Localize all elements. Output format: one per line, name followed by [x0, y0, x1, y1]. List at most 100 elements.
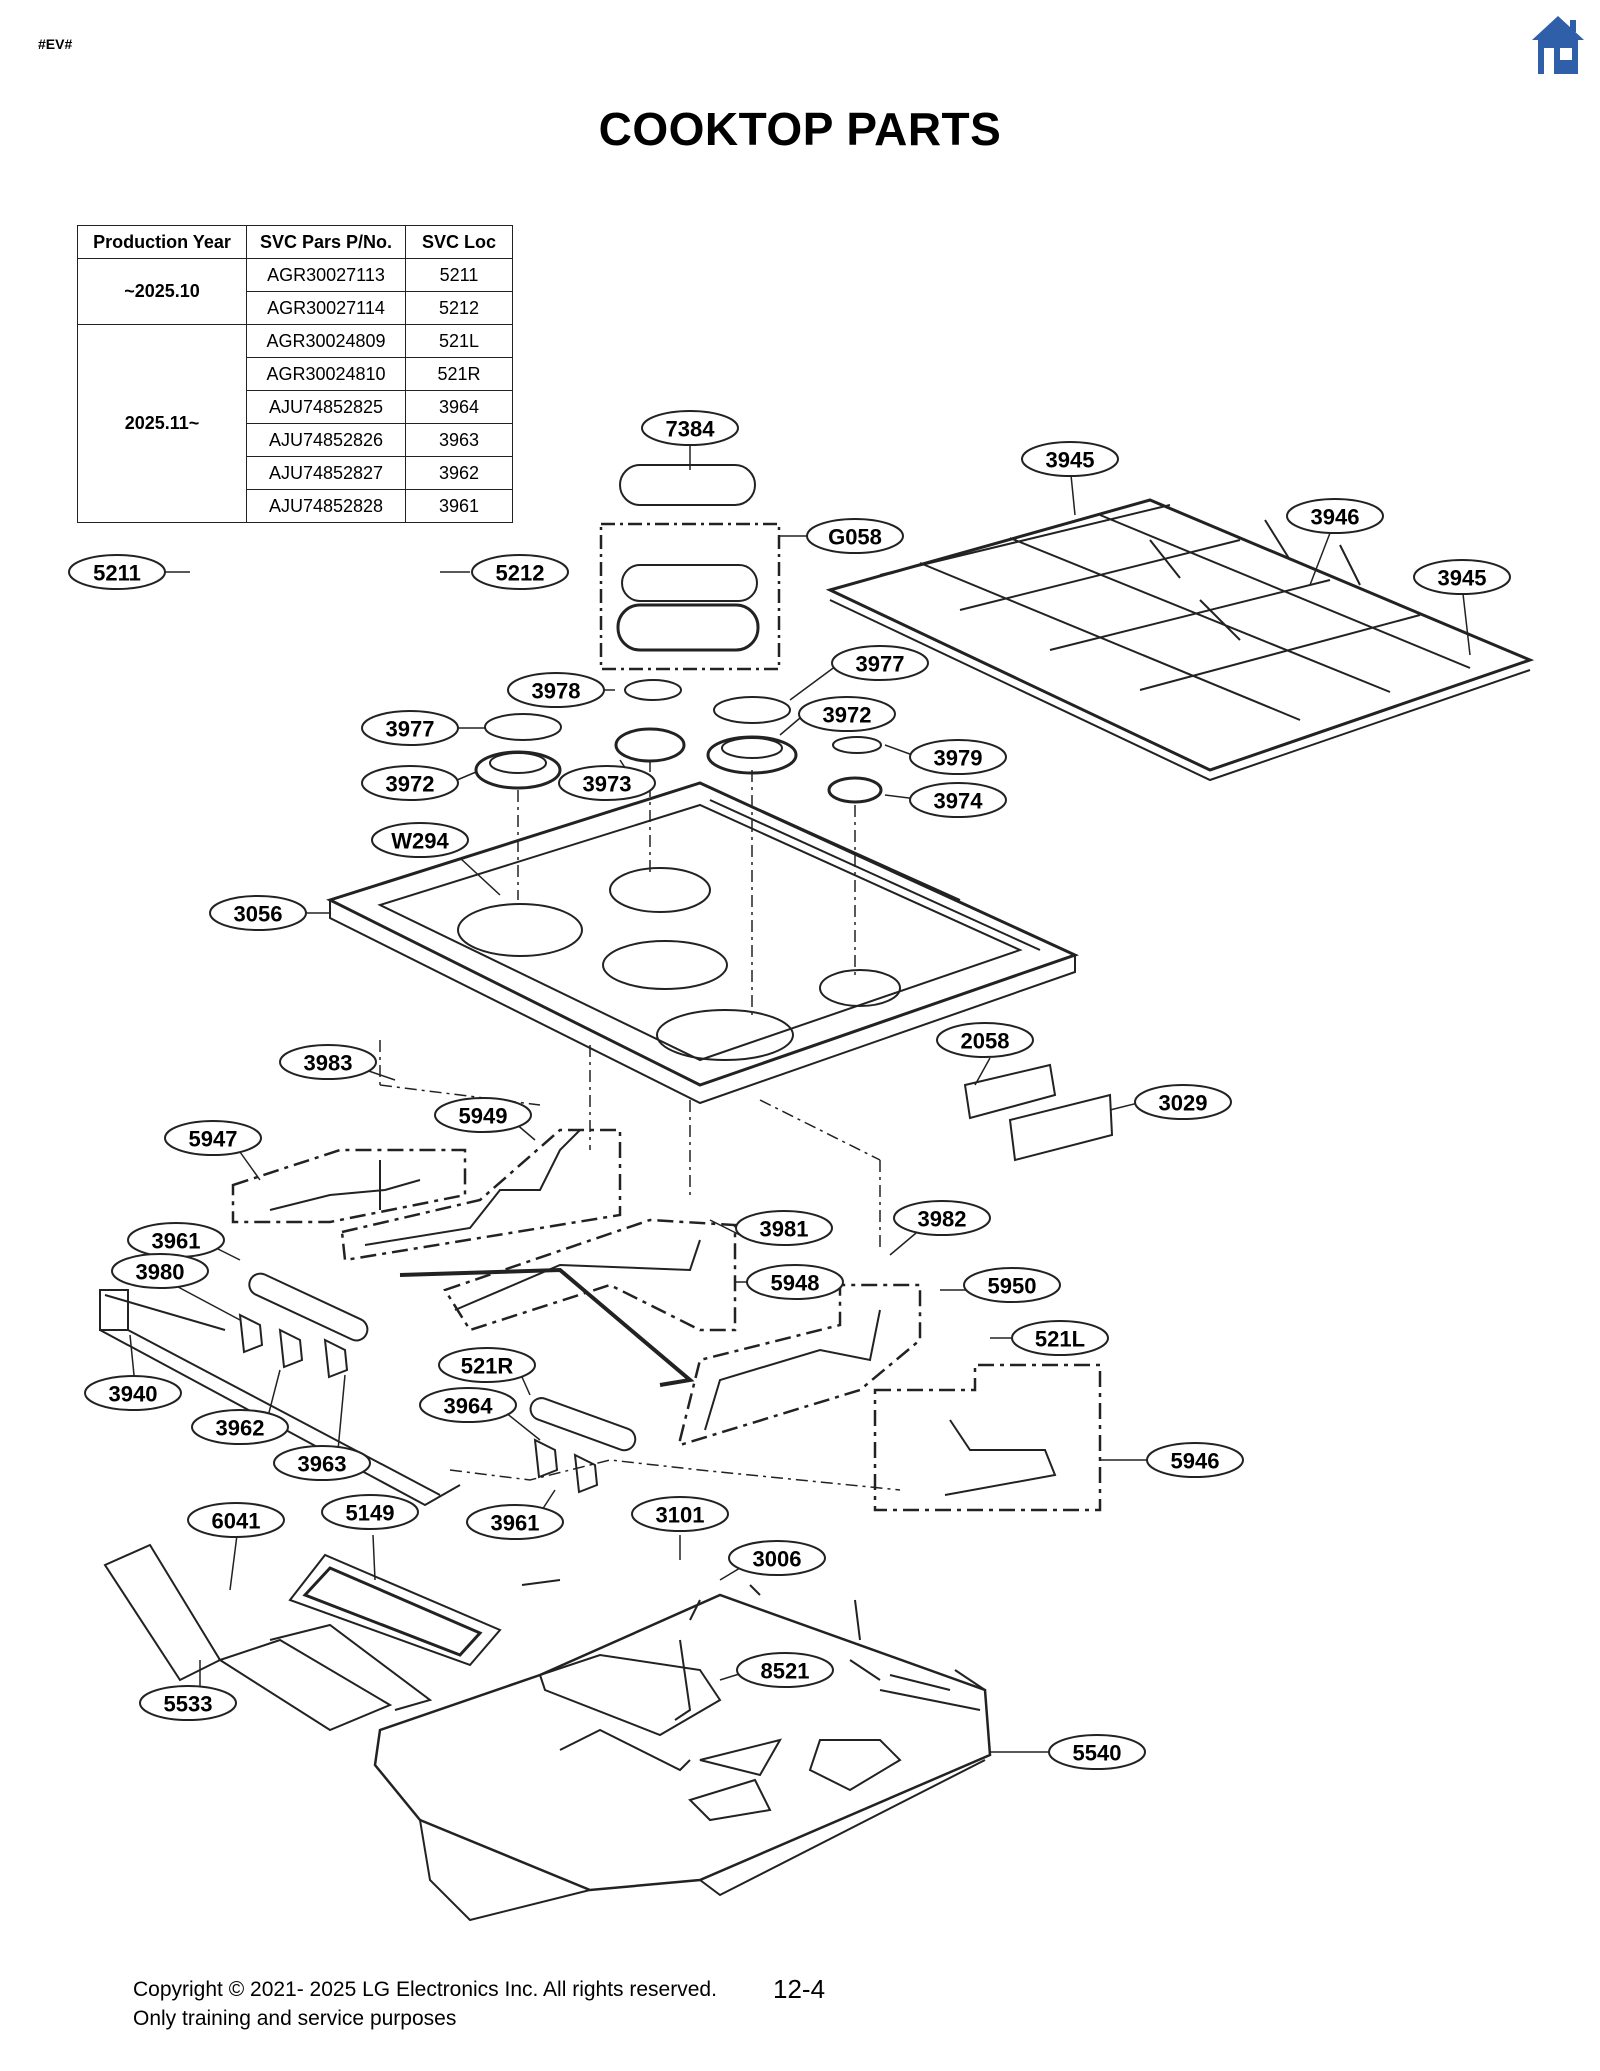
callout-label: 3977 — [386, 717, 435, 742]
callout-3978: 3978 — [507, 672, 605, 708]
svc-loc-cell: 3963 — [405, 423, 513, 457]
callout-3980: 3980 — [111, 1253, 209, 1289]
callout-ellipse — [1134, 1084, 1232, 1120]
callout-label: 5947 — [189, 1127, 238, 1152]
callout-3961: 3961 — [127, 1222, 225, 1258]
callout-ellipse — [1011, 1320, 1109, 1356]
callout-label: 3980 — [136, 1260, 185, 1285]
callout-label: 5540 — [1073, 1741, 1122, 1766]
callout-ellipse — [466, 1504, 564, 1540]
production-year-cell: ~2025.10 — [77, 258, 247, 325]
callout-ellipse — [746, 1264, 844, 1300]
callout-label: 3029 — [1159, 1091, 1208, 1116]
callout-label: 3982 — [918, 1207, 967, 1232]
manifold-521l — [248, 1272, 369, 1342]
callout-3979: 3979 — [909, 739, 1007, 775]
callout-label: 7384 — [666, 417, 716, 442]
callout-ellipse — [361, 765, 459, 801]
page-title: COOKTOP PARTS — [598, 103, 1002, 155]
callout-3983: 3983 — [279, 1044, 377, 1080]
callout-ellipse — [909, 782, 1007, 818]
callout-3964: 3964 — [419, 1387, 517, 1423]
callout-ellipse — [434, 1097, 532, 1133]
callout-label: 6041 — [212, 1509, 261, 1534]
burner-cap — [832, 736, 882, 754]
table-row: AGR30027114 5212 — [78, 291, 513, 325]
callout-label: 3945 — [1046, 448, 1095, 473]
bottom-tray — [373, 1593, 992, 1922]
part-number-cell: AGR30027114 — [246, 291, 406, 325]
callout-3940: 3940 — [84, 1375, 182, 1411]
callout-ellipse — [798, 696, 896, 732]
callout-5949: 5949 — [434, 1097, 532, 1133]
burner-cap — [484, 713, 562, 741]
header-tag: #EV# — [38, 36, 73, 52]
callout-ellipse — [279, 1044, 377, 1080]
callout-ellipse — [909, 739, 1007, 775]
callout-label: 3972 — [386, 772, 435, 797]
callout-label: 3981 — [760, 1217, 809, 1242]
burner-head — [614, 727, 686, 763]
production-year-cell: 2025.11~ — [77, 324, 247, 523]
cover-part — [619, 464, 756, 506]
callout-3006: 3006 — [728, 1540, 826, 1576]
callout-label: 3963 — [298, 1452, 347, 1477]
valve-bank — [99, 1289, 461, 1507]
callout-ellipse — [1146, 1442, 1244, 1478]
page-number: 12-4 — [773, 1974, 826, 2004]
usage-note: Only training and service purposes — [133, 2007, 457, 2030]
column-header: SVC Pars P/No. — [246, 225, 406, 259]
callout-ellipse — [191, 1409, 289, 1445]
column-header: SVC Loc — [405, 225, 513, 259]
callout-3056: 3056 — [209, 895, 307, 931]
callout-ellipse — [728, 1540, 826, 1576]
callout-3973: 3973 — [558, 765, 656, 801]
part-number-cell: AGR30024809 — [246, 324, 406, 358]
callout-3977: 3977 — [361, 710, 459, 746]
callout-ellipse — [963, 1267, 1061, 1303]
burner-head — [827, 776, 883, 804]
callout-label: 3101 — [656, 1503, 705, 1528]
callout-8521: 8521 — [736, 1652, 834, 1688]
callout-label: 3961 — [491, 1511, 540, 1536]
callout-5947: 5947 — [164, 1120, 262, 1156]
callout-ellipse — [735, 1210, 833, 1246]
callout-ellipse — [419, 1387, 517, 1423]
callout-label: 5949 — [459, 1104, 508, 1129]
callout-ellipse — [371, 822, 469, 858]
group-box-5950 — [678, 1283, 922, 1447]
footer-copyright: Copyright © 2021- 2025 LG Electronics In… — [133, 1975, 717, 2033]
callout-label: 5533 — [164, 1692, 213, 1717]
callout-label: 3056 — [234, 902, 283, 927]
group-box-5947 — [231, 1148, 467, 1224]
callout-G058: G058 — [806, 518, 904, 554]
callout-label: 3974 — [934, 789, 984, 814]
part-number-cell: AJU74852827 — [246, 456, 406, 490]
callout-label: 3946 — [1311, 505, 1360, 530]
bracket-2058 — [963, 1063, 1057, 1120]
home-icon[interactable] — [1530, 14, 1586, 78]
group-box-5946 — [873, 1363, 1102, 1512]
column-header: Production Year — [77, 225, 247, 259]
svc-loc-cell: 521R — [405, 357, 513, 391]
grate — [825, 498, 1535, 782]
callout-label: 521R — [461, 1354, 514, 1379]
callout-3972: 3972 — [798, 696, 896, 732]
callout-label: 3973 — [583, 772, 632, 797]
callout-ellipse — [321, 1494, 419, 1530]
table-row: AJU74852827 3962 — [78, 456, 513, 490]
part-number-cell: AGR30024810 — [246, 357, 406, 391]
callout-label: 3978 — [532, 679, 581, 704]
burner-head — [474, 750, 562, 790]
callout-label: 5950 — [988, 1274, 1037, 1299]
callout-ellipse — [361, 710, 459, 746]
callout-5212: 5212 — [471, 554, 569, 590]
callout-label: 5948 — [771, 1271, 820, 1296]
svc-loc-cell: 3962 — [405, 456, 513, 490]
callout-5946: 5946 — [1146, 1442, 1244, 1478]
callout-ellipse — [84, 1375, 182, 1411]
callout-label: 3006 — [753, 1547, 802, 1572]
svc-parts-table: Production Year SVC Pars P/No. SVC Loc ~… — [77, 225, 513, 523]
